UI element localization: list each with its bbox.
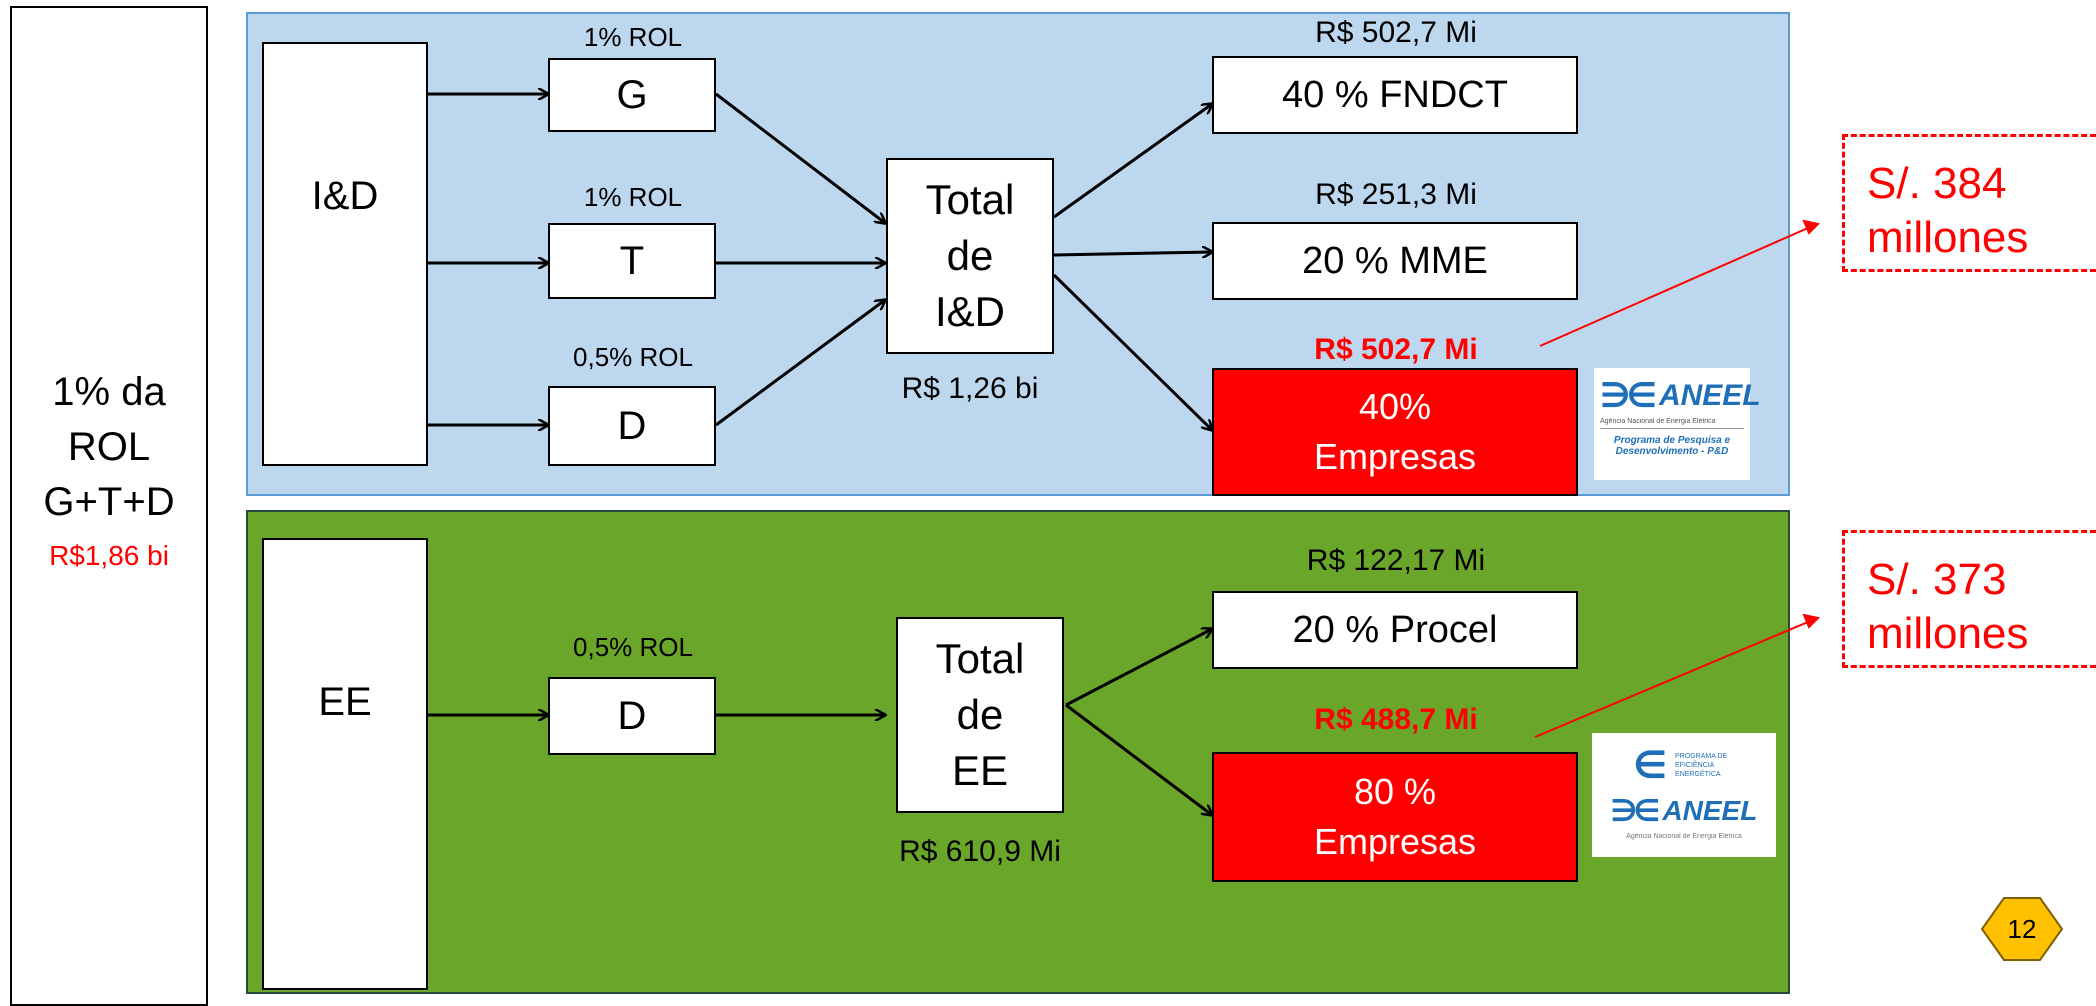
label-g: G [616, 72, 648, 117]
rate-d: 0,5% ROL [573, 342, 693, 372]
rate-g: 1% ROL [583, 22, 683, 52]
ee-empresas-amount: R$ 488,7 Mi [1314, 703, 1478, 736]
left-amount: R$1,86 bi [49, 540, 169, 571]
id-empresas-box: 40% Empresas [1212, 368, 1578, 496]
id-callout: S/. 384 millones [1842, 134, 2096, 272]
callout-line-id [1539, 227, 1809, 347]
ee-total-line-2: de [956, 691, 1004, 738]
id-source-label: I&D [311, 174, 379, 218]
arrow-ee-total-to-empresas [1065, 703, 1212, 815]
procel-box: 20 % Procel [1212, 591, 1578, 669]
pd-program-line-1: Programa de Pesquisa e [1613, 435, 1731, 446]
label-t: T [619, 238, 645, 283]
id-total-box: Total de I&D [886, 158, 1054, 354]
callout-line-ee [1534, 621, 1809, 738]
ee-empresas-line-1: 80 % [1353, 771, 1437, 812]
box-t: T [548, 223, 716, 299]
aneel-subtitle: Agência Nacional de Energia Elétrica [1600, 418, 1744, 429]
aneel-pd-logo: ∋∈ ANEEL Agência Nacional de Energia Elé… [1594, 368, 1761, 480]
ee-callout-line-2: millones [1867, 609, 2029, 658]
mme-amount: R$ 251,3 Mi [1315, 178, 1477, 211]
ee-total-box: Total de EE [896, 617, 1064, 813]
ee-empresas-line-2: Empresas [1313, 821, 1477, 862]
ee-total-amount: R$ 610,9 Mi [899, 835, 1061, 868]
efficiency-program-text: Programa de Eficiência Energética [1675, 752, 1728, 778]
ee-aneel-brand: ANEEL [1662, 795, 1758, 826]
arrow-total-to-fndct [1053, 104, 1212, 219]
ee-total-line-3: EE [951, 747, 1009, 794]
mme-box: 20 % MME [1212, 222, 1578, 300]
left-line-3: G+T+D [43, 480, 175, 524]
callout-arrowhead-id [1802, 219, 1821, 235]
ee-aneel-subtitle: Agência Nacional de Energia Elétrica [1626, 833, 1742, 840]
label-d: D [617, 403, 647, 448]
aneel-symbol-icon-2: ∋∈ [1610, 794, 1661, 828]
aneel-brand: ANEEL [1658, 379, 1761, 412]
ee-empresas-box: 80 % Empresas [1212, 752, 1578, 882]
id-empresas-line-2: Empresas [1313, 436, 1477, 477]
arrow-total-to-empresas [1052, 273, 1212, 430]
id-total-line-2: de [946, 232, 994, 279]
arrow-total-to-mme [1053, 252, 1212, 255]
arrow-ee-total-to-procel [1065, 629, 1212, 707]
left-line-1: 1% da [52, 370, 166, 414]
procel-aneel-logo: ∈ Programa de Eficiência Energética ∋∈ A… [1592, 733, 1776, 857]
rate-t: 1% ROL [583, 182, 683, 212]
procel-label: 20 % Procel [1292, 608, 1498, 651]
fndct-box: 40 % FNDCT [1212, 56, 1578, 134]
box-g: G [548, 58, 716, 132]
fndct-label: 40 % FNDCT [1282, 73, 1508, 116]
id-total-line-3: I&D [934, 288, 1005, 335]
arrow-g-to-total [715, 92, 885, 223]
ee-source-box: EE [262, 538, 428, 990]
ee-rate-d: 0,5% ROL [573, 632, 693, 662]
callout-arrowhead-ee [1802, 613, 1821, 629]
id-empresas-line-1: 40% [1358, 386, 1432, 427]
ee-box-d: D [548, 677, 716, 755]
id-callout-line-1: S/. 384 [1867, 159, 2007, 208]
mme-label: 20 % MME [1302, 239, 1488, 282]
efficiency-symbol-icon: ∈ [1632, 744, 1668, 787]
aneel-symbol-icon: ∋∈ [1600, 377, 1657, 415]
id-total-line-1: Total [925, 176, 1015, 223]
page-number: 12 [2007, 914, 2037, 944]
box-d: D [548, 386, 716, 466]
arrow-d-to-total [715, 300, 885, 427]
ee-callout: S/. 373 millones [1842, 530, 2096, 668]
id-source-box: I&D [262, 42, 428, 466]
id-callout-line-2: millones [1867, 213, 2029, 262]
ee-label-d: D [617, 693, 647, 738]
pd-program-line-2: Desenvolvimento - P&D [1615, 446, 1729, 457]
fndct-amount: R$ 502,7 Mi [1315, 16, 1477, 49]
ee-source-label: EE [318, 680, 372, 724]
procel-amount: R$ 122,17 Mi [1306, 544, 1486, 577]
id-empresas-amount: R$ 502,7 Mi [1314, 333, 1478, 366]
ee-callout-line-1: S/. 373 [1867, 555, 2007, 604]
id-total-amount: R$ 1,26 bi [901, 372, 1039, 405]
left-line-2: ROL [67, 425, 151, 469]
ee-total-line-1: Total [935, 635, 1025, 682]
